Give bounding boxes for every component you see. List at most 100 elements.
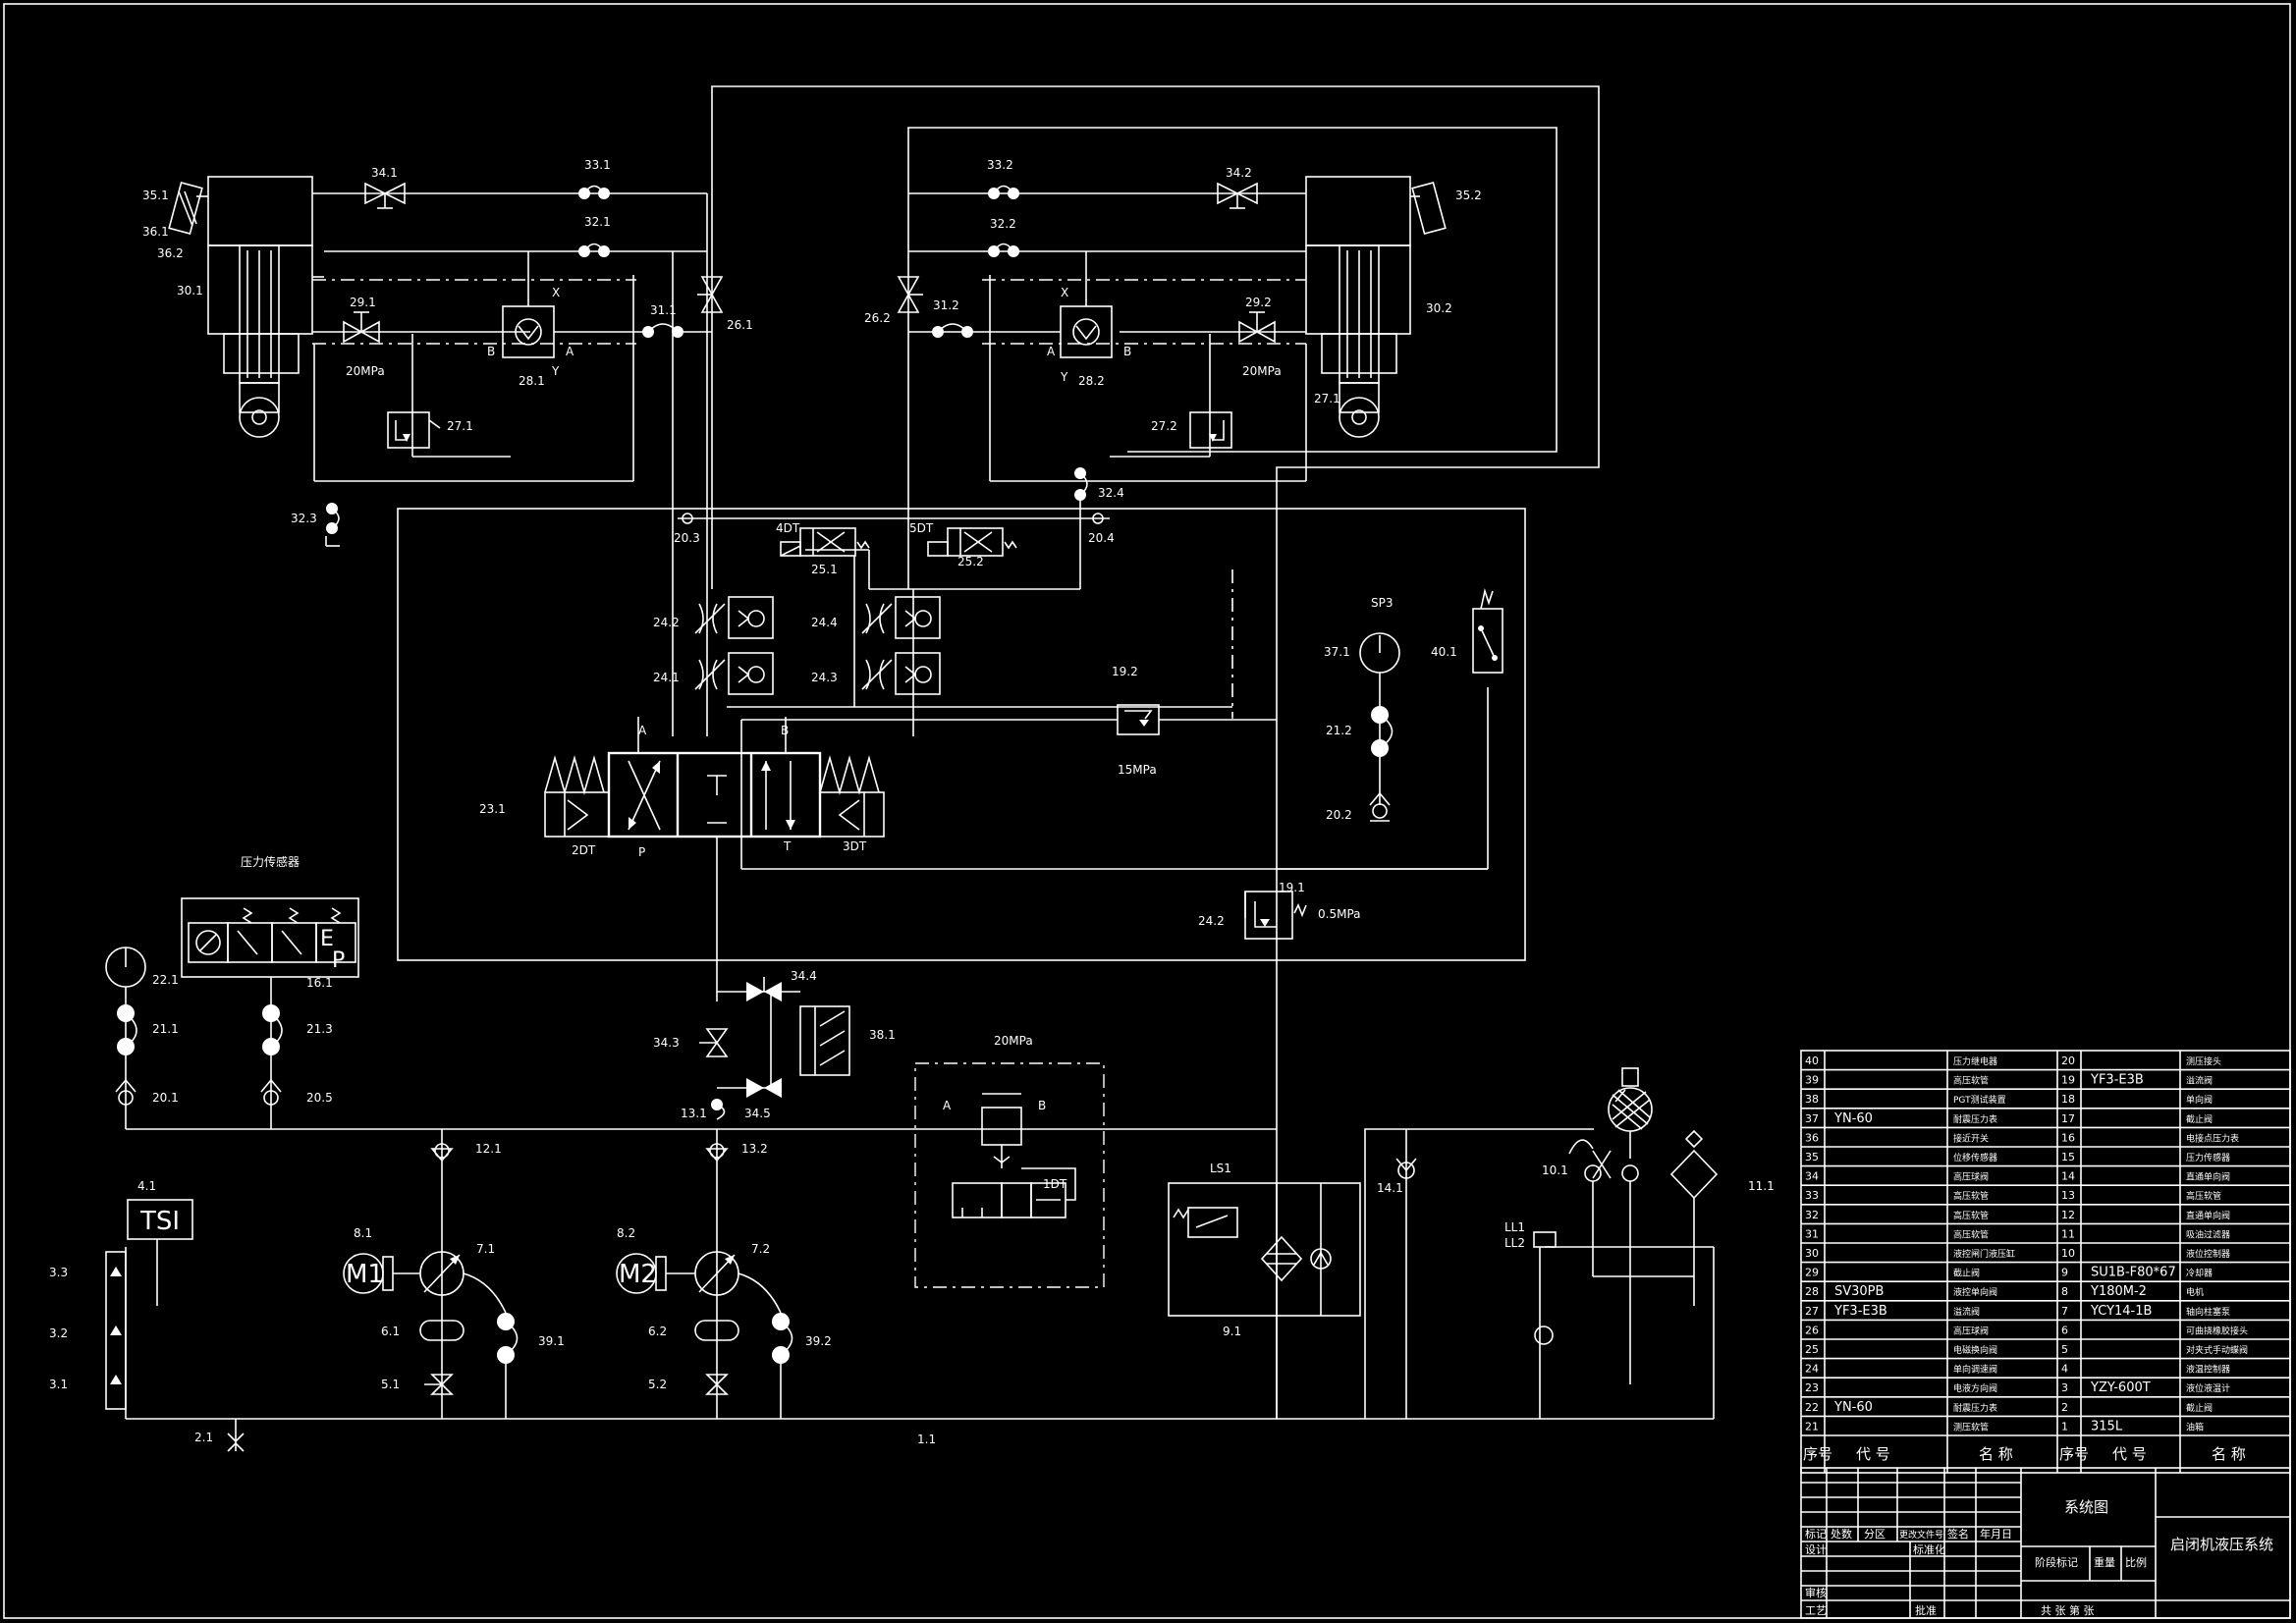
parts-row-name: 电磁换向阀 bbox=[1953, 1344, 1997, 1356]
parts-row-no: 10 bbox=[2061, 1247, 2075, 1260]
parts-row-code: YZY-600T bbox=[2090, 1380, 2151, 1395]
hose-32-2 bbox=[908, 243, 1306, 257]
title-row-date: 年月日 bbox=[1980, 1527, 2012, 1541]
label-3dt: 3DT bbox=[843, 839, 867, 853]
parts-row-no: 37 bbox=[1805, 1112, 1819, 1125]
label-motor-m1: M1 bbox=[346, 1260, 384, 1289]
parts-row-code: SU1B-F80*67 bbox=[2091, 1266, 2176, 1280]
cylinder-30-1-body bbox=[207, 244, 313, 335]
label-1dt: 1DT bbox=[1043, 1177, 1067, 1191]
label-sp3: SP3 bbox=[1371, 596, 1394, 610]
parts-row-name: 测压接头 bbox=[2186, 1055, 2221, 1067]
parts-row-no: 35 bbox=[1805, 1151, 1819, 1163]
parts-row-name: 截止阀 bbox=[2186, 1113, 2213, 1125]
suction-filter-11-1 bbox=[1669, 1149, 1719, 1200]
label-31-2: 31.2 bbox=[933, 298, 959, 312]
label-21-1: 21.1 bbox=[152, 1022, 179, 1036]
parts-row-no: 5 bbox=[2061, 1343, 2068, 1356]
parts-row-name: 压力继电器 bbox=[1953, 1055, 1997, 1067]
parts-row-name: 液控单向阀 bbox=[1953, 1286, 1997, 1298]
label-21-3: 21.3 bbox=[306, 1022, 333, 1036]
directional-valve-23-1 bbox=[544, 751, 885, 839]
parts-row-name: 轴向柱塞泵 bbox=[2186, 1306, 2230, 1318]
label-a2: A bbox=[943, 1099, 952, 1112]
cylinder-30-1-clevis bbox=[239, 397, 280, 438]
parts-row-no: 1 bbox=[2061, 1420, 2068, 1433]
label-ll2: LL2 bbox=[1504, 1236, 1525, 1250]
label-24-3: 24.3 bbox=[811, 671, 838, 684]
parts-row-no: 9 bbox=[2061, 1267, 2068, 1279]
label-5-2: 5.2 bbox=[648, 1378, 667, 1391]
parts-row-no: 18 bbox=[2061, 1093, 2075, 1106]
parts-row-no: 38 bbox=[1805, 1093, 1819, 1106]
gauge-group-left bbox=[105, 947, 1277, 1130]
label-8-1: 8.1 bbox=[354, 1226, 372, 1240]
label-x-left: X bbox=[552, 286, 560, 299]
ball-valve-34-2 bbox=[1217, 182, 1239, 205]
title-process: 工艺 bbox=[1805, 1604, 1827, 1617]
label-0-5mpa: 0.5MPa bbox=[1318, 907, 1361, 921]
position-sensor-35-2 bbox=[1411, 181, 1447, 236]
parts-table-header: 名 称 bbox=[1979, 1445, 2013, 1463]
label-27-2: 27.2 bbox=[1151, 419, 1177, 433]
label-port-p: P bbox=[638, 845, 645, 859]
parts-row-no: 15 bbox=[2061, 1151, 2075, 1163]
label-32-4: 32.4 bbox=[1098, 486, 1124, 500]
parts-row-no: 26 bbox=[1805, 1324, 1819, 1336]
parts-row-no: 7 bbox=[2061, 1305, 2068, 1318]
label-port-a: A bbox=[638, 724, 647, 737]
parts-row-name: 电接点压力表 bbox=[2186, 1132, 2239, 1144]
parts-row-no: 11 bbox=[2061, 1227, 2075, 1240]
parts-row-no: 31 bbox=[1805, 1227, 1819, 1240]
parts-row-name: 液控闸门液压缸 bbox=[1953, 1248, 2015, 1260]
label-motor-m2: M2 bbox=[619, 1260, 657, 1289]
parts-row-code: YCY14-1B bbox=[2090, 1304, 2152, 1319]
parts-row-name: 测压软管 bbox=[1953, 1421, 1989, 1433]
label-30-2: 30.2 bbox=[1426, 301, 1452, 315]
label-20mpa-left: 20MPa bbox=[346, 364, 385, 378]
label-13-2: 13.2 bbox=[741, 1142, 768, 1156]
label-24-4: 24.4 bbox=[811, 616, 838, 629]
label-35-2: 35.2 bbox=[1455, 189, 1482, 202]
label-19-2: 19.2 bbox=[1112, 665, 1138, 678]
pilot-check-valve-28-2 bbox=[1060, 305, 1113, 358]
label-36-1: 36.1 bbox=[142, 225, 169, 239]
solenoid-valve-25-1 bbox=[780, 527, 870, 557]
label-4-1: 4.1 bbox=[137, 1179, 156, 1193]
label-30-1: 30.1 bbox=[177, 284, 203, 298]
label-13-1: 13.1 bbox=[681, 1107, 707, 1120]
label-8-2: 8.2 bbox=[617, 1226, 635, 1240]
parts-row-name: 单向调速阀 bbox=[1953, 1364, 1997, 1376]
parts-row-name: 高压球阀 bbox=[1953, 1171, 1989, 1183]
title-sheets: 共 张 第 张 bbox=[2041, 1603, 2095, 1617]
parts-table-header: 名 称 bbox=[2212, 1445, 2246, 1463]
hose-31-1 bbox=[642, 323, 683, 338]
label-25-2: 25.2 bbox=[957, 555, 984, 568]
label-19-1: 19.1 bbox=[1279, 881, 1305, 894]
position-sensor-35-1 bbox=[168, 181, 203, 236]
parts-row-no: 33 bbox=[1805, 1189, 1819, 1202]
parts-row-name: 直通单向阀 bbox=[2186, 1210, 2230, 1221]
cylinder-30-2-clevis bbox=[1339, 397, 1380, 438]
parts-row-code: YF3-E3B bbox=[2090, 1073, 2144, 1088]
ball-valve-34-3 bbox=[705, 1028, 729, 1045]
parts-row-code: YN-60 bbox=[1833, 1400, 1873, 1415]
label-37-1: 37.1 bbox=[1324, 645, 1350, 659]
label-20-2: 20.2 bbox=[1326, 808, 1352, 822]
title-row-sign: 签名 bbox=[1947, 1527, 1969, 1541]
label-34-5: 34.5 bbox=[744, 1107, 771, 1120]
parts-row-name: 耐震压力表 bbox=[1953, 1113, 1997, 1125]
ball-valve-34-5 bbox=[746, 1078, 764, 1098]
title-row-count: 处数 bbox=[1831, 1528, 1852, 1541]
hose-33-2 bbox=[988, 185, 1019, 199]
label-y-left: Y bbox=[551, 364, 560, 378]
label-2-1: 2.1 bbox=[194, 1431, 213, 1444]
parts-row-name: 电液方向阀 bbox=[1953, 1382, 1997, 1394]
parts-row-name: 高压球阀 bbox=[1953, 1325, 1989, 1336]
parts-row-no: 2 bbox=[2061, 1401, 2068, 1414]
level-gauge-3 bbox=[105, 1251, 127, 1410]
tank-group bbox=[105, 1199, 1714, 1452]
label-34-1: 34.1 bbox=[371, 166, 398, 180]
drawing-frame bbox=[3, 3, 2291, 1619]
label-10-1: 10.1 bbox=[1542, 1163, 1568, 1177]
